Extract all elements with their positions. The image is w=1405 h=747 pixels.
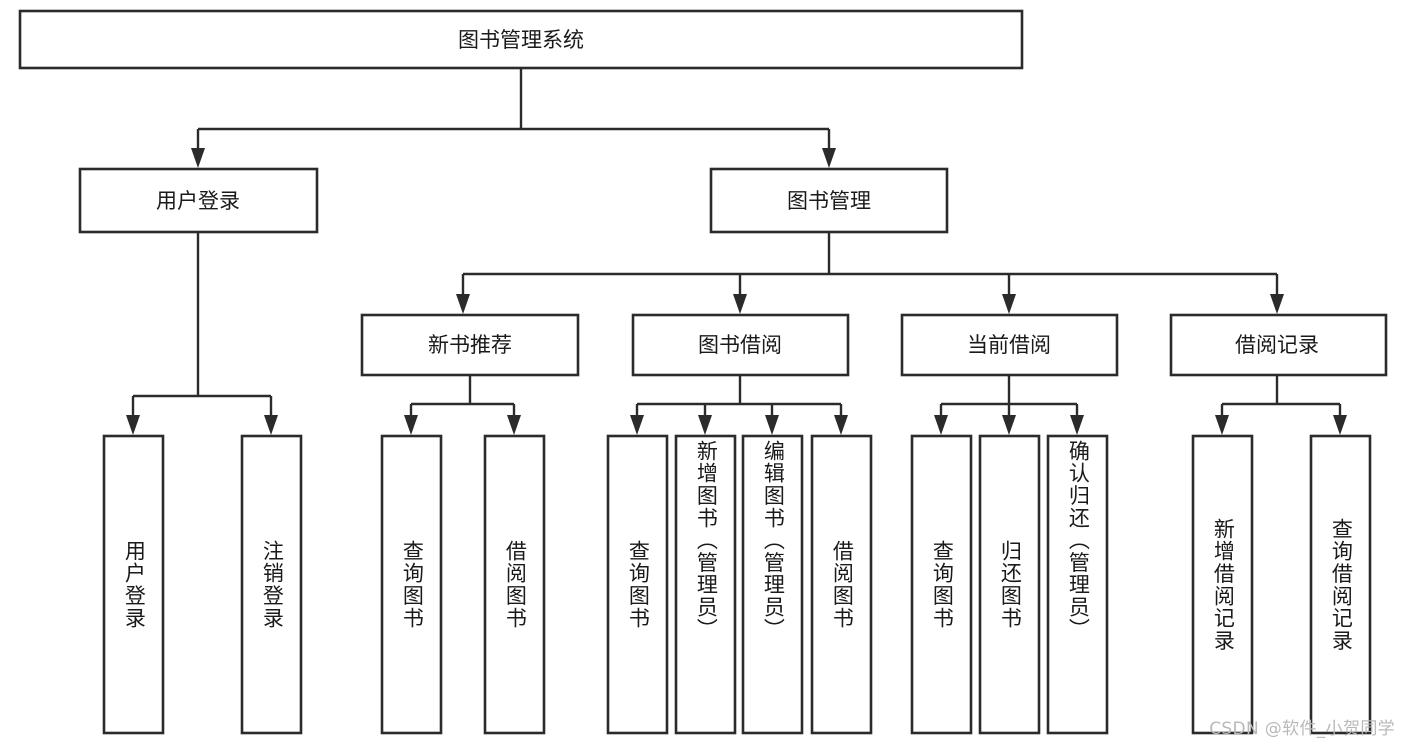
node-book-borrow-box[interactable] xyxy=(631,313,850,377)
node-new-book-recommend-box[interactable] xyxy=(360,313,580,377)
node-book-management-label: 图书管理 xyxy=(787,189,871,213)
arrow-head-currentborrow-leaf-3 xyxy=(1070,415,1084,435)
arrow-head-currentborrow-leaf-2 xyxy=(1002,415,1016,435)
arrow-head-currentborrow-leaf-1 xyxy=(934,415,948,435)
node-book-borrow-label: 图书借阅 xyxy=(698,333,782,357)
leaf-currentborrow-confirm-box[interactable] xyxy=(1046,434,1109,735)
leaf-bookborrow-add-box[interactable] xyxy=(674,434,737,735)
node-book-management-box[interactable] xyxy=(709,167,949,234)
node-user-login-box[interactable] xyxy=(78,167,319,234)
node-layer: 图书管理系统 用户登录 图书管理 新书推荐 图书借阅 当前借阅 借阅记录 xyxy=(18,9,1388,735)
arrow-head-bookborrow-leaf-1 xyxy=(630,415,644,435)
arrow-head-current-borrow xyxy=(1002,294,1016,314)
arrow-head-bookborrow-leaf-2 xyxy=(698,415,712,435)
node-current-borrow-box[interactable] xyxy=(900,313,1119,377)
arrow-head-leaf-user-login xyxy=(126,415,140,435)
leaf-bookborrow-edit-box[interactable] xyxy=(741,434,804,735)
leaf-bookborrow-query-box[interactable] xyxy=(606,434,669,735)
arrow-head-newbook-leaf-2 xyxy=(507,415,521,435)
node-root-label: 图书管理系统 xyxy=(458,28,584,52)
csdn-watermark: CSDN @软件_小贺同学 xyxy=(1209,719,1395,739)
arrow-head-newbook-leaf-1 xyxy=(404,415,418,435)
leaf-user-login-box[interactable] xyxy=(102,434,165,735)
leaf-currentborrow-query-box[interactable] xyxy=(910,434,973,735)
arrow-head-book-mgmt xyxy=(822,148,836,168)
connector-layer xyxy=(126,68,1347,435)
node-borrow-record-label: 借阅记录 xyxy=(1235,333,1319,357)
arrow-head-bookborrow-leaf-3 xyxy=(765,415,779,435)
arrow-head-book-borrow xyxy=(733,294,747,314)
arrow-head-borrowrecord-leaf-2 xyxy=(1333,415,1347,435)
arrow-head-user-login xyxy=(191,148,205,168)
leaf-borrowrecord-query-box[interactable] xyxy=(1309,434,1372,735)
arrow-head-leaf-logout xyxy=(264,415,278,435)
arrow-head-borrow-record xyxy=(1270,294,1284,314)
node-new-book-recommend-label: 新书推荐 xyxy=(428,333,512,357)
node-borrow-record-box[interactable] xyxy=(1169,313,1388,377)
leaf-borrowrecord-add-box[interactable] xyxy=(1191,434,1254,735)
node-current-borrow-label: 当前借阅 xyxy=(967,333,1051,357)
arrow-head-bookborrow-leaf-4 xyxy=(834,415,848,435)
arrow-head-borrowrecord-leaf-1 xyxy=(1215,415,1229,435)
leaf-newbook-borrow-box[interactable] xyxy=(483,434,546,735)
arrow-head-new-book xyxy=(456,294,470,314)
node-user-login-label: 用户登录 xyxy=(156,189,240,213)
node-root-box[interactable] xyxy=(18,9,1024,70)
leaf-newbook-query-box[interactable] xyxy=(380,434,443,735)
leaf-bookborrow-borrow-box[interactable] xyxy=(810,434,873,735)
leaf-logout-box[interactable] xyxy=(240,434,303,735)
leaf-currentborrow-return-box[interactable] xyxy=(978,434,1041,735)
